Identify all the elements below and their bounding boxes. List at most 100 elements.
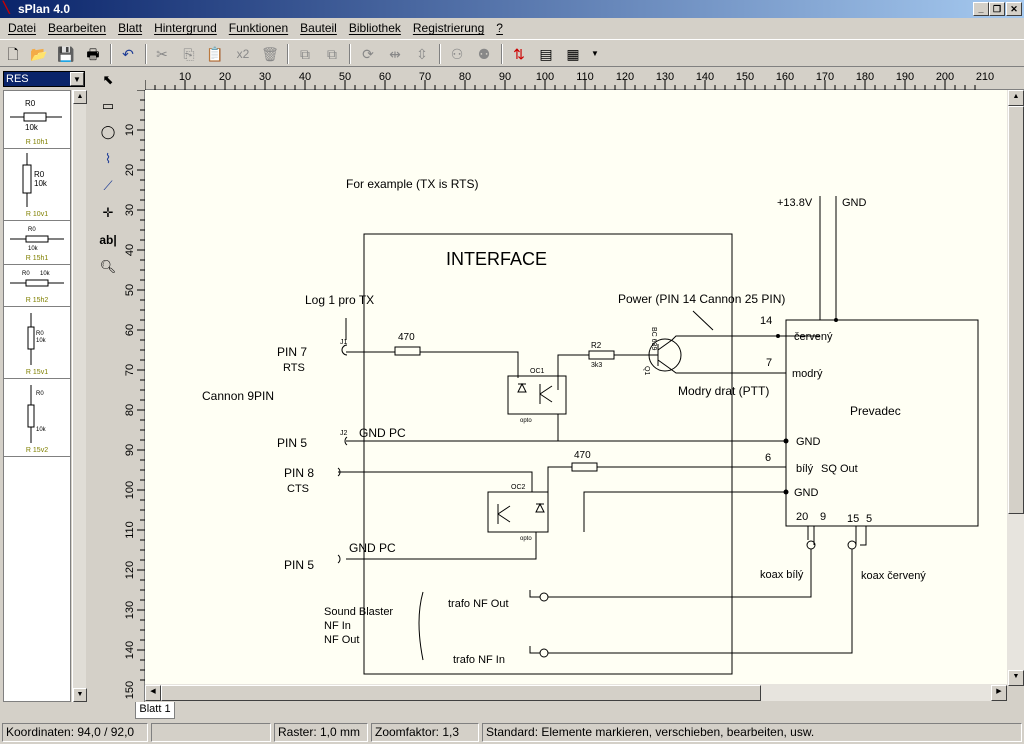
horizontal-scrollbar[interactable]: ◀ ▶ (145, 684, 1007, 701)
ellipse-tool-icon[interactable]: ◯ (100, 124, 116, 139)
open-folder-icon[interactable]: 📂 (30, 46, 48, 62)
sheet-tab[interactable]: Blatt 1 (135, 702, 175, 719)
mirror-h-icon[interactable]: ⇹ (389, 46, 401, 62)
delete-icon[interactable]: 🗑 (261, 46, 279, 62)
cut-icon[interactable]: ✂ (156, 46, 168, 62)
part-caption: R 10h1 (25, 139, 49, 146)
group-icon[interactable]: ⚇ (450, 46, 464, 62)
ungroup-icon[interactable]: ⚉ (477, 46, 491, 62)
part-list: R0 10k R 10h1 R0 10k R 10v1 (3, 90, 71, 702)
gnd-r1-label: GND (796, 436, 821, 448)
ruler-v-label: 130 (124, 601, 136, 619)
bring-front-icon[interactable]: ⧉ (300, 46, 310, 62)
menu-bauteil[interactable]: Bauteil (300, 21, 337, 35)
junction-tool-icon[interactable]: ✛ (102, 205, 114, 220)
ruler-v-label: 100 (124, 481, 136, 499)
status-bar: Koordinaten: 94,0 / 92,0 Raster: 1,0 mm … (0, 720, 1024, 744)
vertical-scrollbar[interactable]: ▲ ▼ (1007, 90, 1024, 686)
menu-registrierung[interactable]: Registrierung (412, 21, 485, 35)
polygon-tool-icon[interactable]: ⌇ (104, 151, 112, 166)
ruler-v-label: 10 (124, 124, 136, 136)
scroll-down-icon[interactable]: ▼ (1008, 670, 1024, 686)
grid-icon[interactable]: ▦ (566, 46, 580, 62)
select-arrow-icon[interactable]: ⬉ (102, 72, 114, 87)
scroll-up-icon[interactable]: ▲ (1008, 90, 1024, 106)
part-value: 10k (40, 271, 51, 277)
part-item[interactable]: R0 10k R 15h2 (4, 265, 70, 307)
parts-list-icon[interactable]: ▤ (539, 46, 553, 62)
send-back-icon[interactable]: ⧉ (327, 46, 337, 62)
close-button[interactable]: ✕ (1006, 2, 1022, 16)
pin5-top-label: PIN 5 (277, 436, 307, 450)
oc2-label: OC2 (511, 484, 526, 491)
rotate-icon[interactable]: ⟳ (362, 46, 374, 62)
gnd-pc-top-label: GND PC (359, 426, 406, 440)
gnd-pc-bottom-label: GND PC (349, 541, 396, 555)
scroll-left-icon[interactable]: ◀ (145, 685, 161, 701)
print-icon[interactable]: 🖶 (86, 46, 100, 62)
minimize-button[interactable]: _ (973, 2, 989, 16)
part-item[interactable]: R0 10k R 15v2 (4, 379, 70, 457)
menu-hintergrund[interactable]: Hintergrund (154, 21, 217, 35)
interface-title: INTERFACE (446, 249, 547, 269)
grid-dropdown-icon[interactable]: ▼ (591, 49, 599, 58)
cerveny-label: červený (794, 331, 833, 343)
part-item[interactable]: R0 10k R 15h1 (4, 221, 70, 265)
save-icon[interactable]: 💾 (57, 46, 75, 62)
ruler-h-label: 180 (856, 71, 874, 83)
pin14-label: 14 (760, 315, 772, 327)
part-list-scrollbar[interactable]: ▲ ▼ (72, 90, 87, 702)
menu-funktionen[interactable]: Funktionen (228, 21, 289, 35)
gnd-r2-label: GND (794, 487, 819, 499)
mirror-v-icon[interactable]: ⇳ (416, 46, 428, 62)
text-tool[interactable]: ab| (99, 233, 117, 247)
scroll-up-icon[interactable]: ▲ (73, 90, 87, 104)
numbering-icon[interactable]: ⇅ (513, 46, 525, 62)
scroll-down-icon[interactable]: ▼ (73, 688, 87, 702)
copy-icon[interactable]: ⎘ (183, 46, 195, 62)
multiply-button[interactable]: x2 (236, 47, 250, 61)
cannon9-label: Cannon 9PIN (202, 389, 274, 403)
status-mode: Standard: Elemente markieren, verschiebe… (482, 723, 1022, 742)
r2-ref: R2 (591, 341, 602, 350)
optocoupler-oc1 (507, 375, 567, 415)
pin7r-label: 7 (766, 357, 772, 369)
vertical-scroll-thumb[interactable] (1008, 106, 1024, 514)
part-ref: R0 (25, 99, 36, 108)
line-tool-icon[interactable]: ⟋ (103, 178, 113, 193)
ruler-v-label: 140 (124, 641, 136, 659)
horizontal-scroll-thumb[interactable] (161, 685, 761, 701)
restore-button[interactable]: ❐ (989, 2, 1005, 16)
part-item[interactable]: R0 10k R 10h1 (4, 91, 70, 149)
gnd-top-label: GND (842, 197, 867, 209)
menu-bearbeiten[interactable]: Bearbeiten (48, 21, 107, 35)
rectangle-tool-icon[interactable]: ▭ (101, 98, 115, 113)
part-caption: R 15h1 (25, 255, 49, 262)
paste-icon[interactable]: 📋 (206, 46, 224, 62)
r3-value: 470 (574, 450, 591, 461)
menu-bibliothek[interactable]: Bibliothek (348, 21, 401, 35)
part-ref: R0 (22, 271, 30, 277)
menu-datei[interactable]: Datei (8, 21, 37, 35)
ruler-h-label: 20 (219, 71, 231, 83)
cts-label: CTS (287, 483, 309, 495)
schematic-sheet[interactable]: For example (TX is RTS) INTERFACE Log 1 … (145, 90, 1007, 684)
new-file-icon[interactable]: 🗋 (7, 46, 19, 62)
ruler-h-label: 160 (776, 71, 794, 83)
scroll-right-icon[interactable]: ▶ (991, 685, 1007, 701)
ruler-v-label: 150 (124, 681, 136, 699)
part-item[interactable]: R0 10k R 15v1 (4, 307, 70, 379)
ruler-v-label: 90 (124, 444, 136, 456)
part-item[interactable]: R0 10k R 10v1 (4, 149, 70, 221)
undo-icon[interactable]: ↶ (122, 46, 134, 62)
ruler-v-label: 80 (124, 404, 136, 416)
part-value: 10k (25, 123, 39, 132)
menu-blatt[interactable]: Blatt (118, 21, 143, 35)
menu-help[interactable]: ? (496, 21, 503, 35)
zoom-icon[interactable]: 🔍︎ (99, 259, 117, 274)
library-select[interactable]: RES ▼ (3, 71, 85, 87)
chevron-down-icon[interactable]: ▼ (70, 72, 84, 86)
part-value: 10k (36, 427, 47, 433)
